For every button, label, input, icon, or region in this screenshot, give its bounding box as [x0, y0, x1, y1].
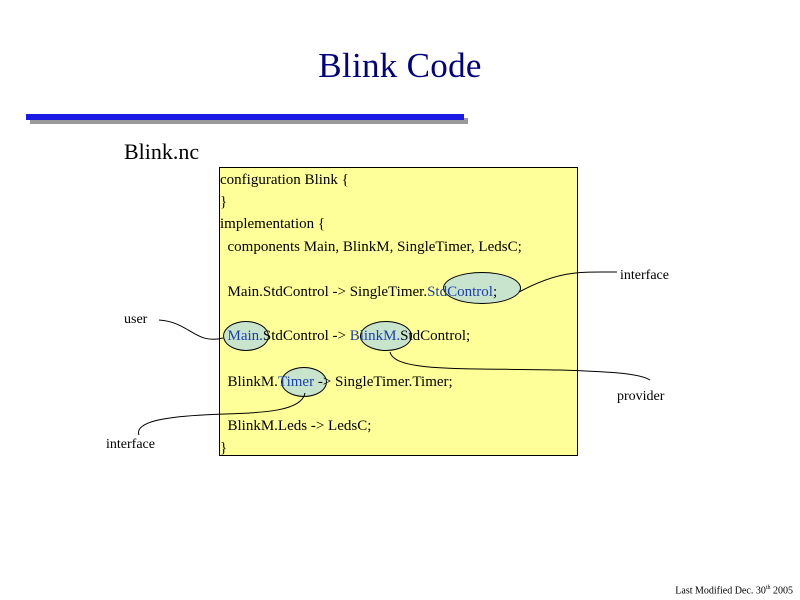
connector-interface-top — [518, 271, 618, 293]
annotation-interface-top: interface — [620, 268, 669, 283]
code-line-6-highlight-main: Main. — [227, 328, 263, 344]
code-line-7: BlinkM.Timer -> SingleTimer.Timer; — [220, 374, 453, 391]
code-line-1: configuration Blink { — [220, 172, 349, 188]
connector-user — [158, 319, 224, 340]
code-line-4: components Main, BlinkM, SingleTimer, Le… — [220, 239, 522, 255]
code-line-9: } — [220, 440, 228, 456]
footer-year: 2005 — [770, 585, 793, 597]
code-line-6-mid: StdControl -> — [262, 328, 350, 344]
highlight-main-ellipse — [223, 321, 269, 351]
code-line-6-post: StdControl; — [400, 328, 471, 344]
last-modified-footer: Last Modified Dec. 30th 2005 — [675, 585, 793, 596]
code-line-6: Main.StdControl -> BlinkM.StdControl; — [220, 328, 471, 345]
code-line-6-highlight-blinkm: BlinkM. — [349, 328, 401, 344]
slide-subtitle: Blink.nc — [124, 139, 200, 164]
annotation-user: user — [124, 312, 148, 327]
footer-sup: th — [765, 585, 771, 591]
code-line-5-pre: Main.StdControl -> SingleTimer. — [220, 284, 428, 300]
code-line-5: Main.StdControl -> SingleTimer.StdContro… — [220, 284, 498, 301]
annotation-interface-bottom: interface — [106, 437, 155, 452]
highlight-blinkm-ellipse — [360, 321, 412, 351]
code-line-5-post: ; — [492, 284, 498, 300]
footer-prefix: Last Modified Dec. 30 — [675, 585, 766, 597]
code-line-5-highlight: StdControl — [427, 284, 493, 300]
title-rule — [26, 114, 464, 120]
code-line-8: BlinkM.Leds -> LedsC; — [220, 418, 372, 434]
code-line-7-pre: BlinkM. — [220, 374, 278, 390]
title-rule-shadow — [30, 118, 468, 124]
code-line-3: implementation { — [220, 216, 326, 232]
connector-provider — [389, 351, 651, 381]
highlight-stdcontrol-ellipse — [443, 272, 521, 304]
slide-title: Blink Code — [318, 46, 482, 85]
annotation-provider: provider — [617, 389, 665, 404]
code-line-7-post: -> SingleTimer.Timer; — [314, 374, 453, 390]
connector-interface-bottom — [138, 392, 306, 436]
highlight-timer-ellipse — [281, 367, 327, 397]
code-line-7-highlight: Timer — [277, 374, 315, 390]
code-box: configuration Blink { } implementation {… — [219, 167, 578, 456]
code-line-2: } — [220, 194, 228, 210]
